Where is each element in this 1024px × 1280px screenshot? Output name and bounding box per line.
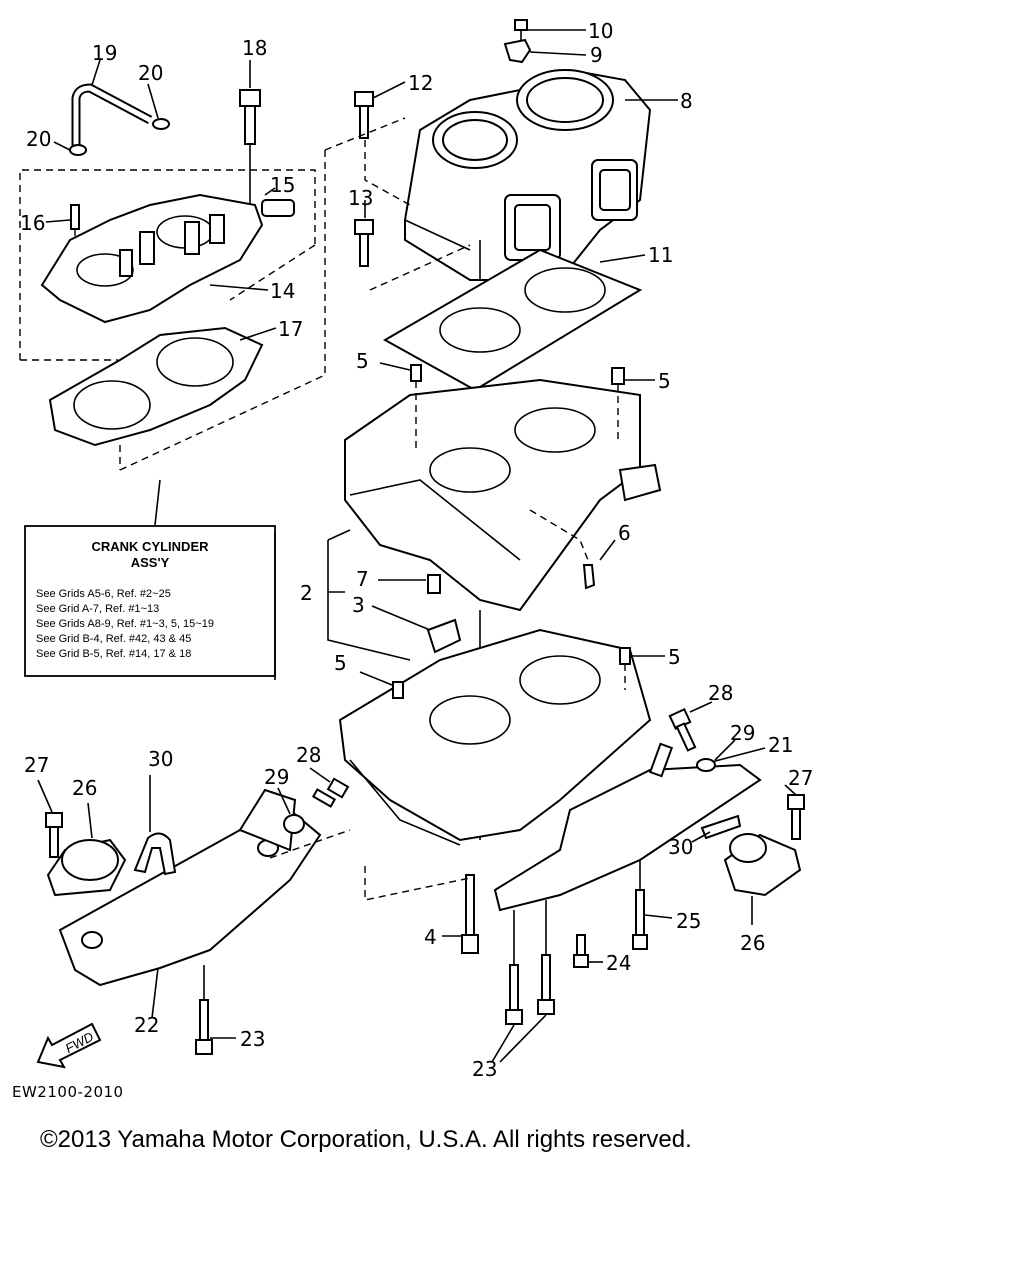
part-29-washer (283, 814, 305, 834)
info-box-line: See Grids A8-9, Ref. #1~3, 5, 15~19 (36, 618, 214, 630)
callout-9: 9 (590, 43, 603, 67)
callout-26: 26 (72, 776, 97, 800)
callout-12: 12 (408, 71, 433, 95)
callout-5b: 5 (658, 369, 671, 393)
part-30-damper (133, 832, 177, 876)
part-22-mount-bracket (58, 788, 322, 987)
fwd-label: FWD (63, 1029, 96, 1056)
callout-21: 21 (768, 733, 793, 757)
info-box-line: See Grid B-4, Ref. #42, 43 & 45 (36, 633, 191, 645)
part-11-gasket (382, 248, 643, 392)
exploded-parts-diagram: CRANK CYLINDER ASS'Y See Grids A5-6, Ref… (19, 19, 813, 1081)
part-5-dowel (611, 367, 625, 385)
callout-29b: 29 (264, 765, 289, 789)
info-box-line: See Grids A5-6, Ref. #2~25 (36, 588, 171, 600)
part-28-bolt (668, 707, 697, 752)
part-26-engine-mount (46, 838, 127, 897)
part-18-bolt (239, 89, 261, 145)
part-23-bolt (505, 964, 523, 1025)
head-subassembly-box (19, 169, 316, 361)
callout-8: 8 (680, 89, 693, 113)
callout-20b: 20 (26, 127, 51, 151)
callout-28: 28 (708, 681, 733, 705)
part-19-hose (71, 83, 153, 150)
part-1-lower-crankcase (338, 628, 652, 846)
part-5-dowel (392, 681, 404, 699)
callout-6: 6 (618, 521, 631, 545)
part-10-screw (514, 19, 528, 40)
callout-15: 15 (270, 173, 295, 197)
callout-16: 16 (20, 211, 45, 235)
callout-3: 3 (352, 593, 365, 617)
callout-14: 14 (270, 279, 295, 303)
info-box-line: See Grid A-7, Ref. #1~13 (36, 603, 159, 615)
part-23-bolt (195, 999, 213, 1055)
part-24-bolt (573, 934, 589, 968)
callout-17: 17 (278, 317, 303, 341)
fwd-arrow: FWD (36, 1022, 102, 1069)
part-29-washer (696, 758, 716, 772)
part-8-cylinder (404, 68, 652, 281)
part-3-bearing (426, 618, 462, 654)
callout-10: 10 (588, 19, 613, 43)
callout-5c: 5 (334, 651, 347, 675)
callout-labels: 10 9 8 12 19 20 20 18 16 15 13 14 11 17 … (20, 19, 813, 1081)
callout-2: 2 (300, 581, 313, 605)
part-28-bolt (311, 777, 350, 808)
callout-29: 29 (730, 721, 755, 745)
part-16-pin (70, 204, 80, 230)
part-5-dowel (410, 364, 422, 382)
callout-28b: 28 (296, 743, 321, 767)
document-code: EW2100-2010 (12, 1083, 124, 1101)
callout-20: 20 (138, 61, 163, 85)
part-13-bolt (354, 219, 374, 267)
callout-27: 27 (24, 753, 49, 777)
part-30-damper (700, 814, 742, 840)
part-21-mount-bracket (493, 742, 762, 912)
part-14-cylinder-head (40, 193, 264, 324)
part-2-upper-crankcase (344, 378, 662, 612)
part-25-bolt (632, 889, 648, 950)
part-20-clamp (69, 118, 170, 156)
callout-13: 13 (348, 186, 373, 210)
callout-30: 30 (148, 747, 173, 771)
part-4-stud (461, 874, 479, 954)
part-5-dowel (619, 647, 631, 665)
part-6-seal (582, 564, 596, 590)
part-9-clip (503, 38, 532, 64)
callout-30b: 30 (668, 835, 693, 859)
callout-27b: 27 (788, 766, 813, 790)
info-box-title-2: ASS'Y (131, 555, 170, 570)
crank-cylinder-info-box: CRANK CYLINDER ASS'Y See Grids A5-6, Ref… (24, 525, 276, 680)
callout-4: 4 (424, 925, 437, 949)
callout-22: 22 (134, 1013, 159, 1037)
callout-7: 7 (356, 567, 369, 591)
callout-26b: 26 (740, 931, 765, 955)
info-box-line: See Grid B-5, Ref. #14, 17 & 18 (36, 648, 191, 660)
callout-25: 25 (676, 909, 701, 933)
copyright-notice: ©2013 Yamaha Motor Corporation, U.S.A. A… (40, 1126, 692, 1153)
callout-23b: 23 (472, 1057, 497, 1081)
part-7-pin (427, 574, 441, 594)
callout-23a: 23 (240, 1027, 265, 1051)
part-26-engine-mount (723, 833, 802, 897)
callout-5a: 5 (356, 349, 369, 373)
callout-19: 19 (92, 41, 117, 65)
callout-5d: 5 (668, 645, 681, 669)
part-27-bolt (45, 812, 63, 858)
part-27-bolt (787, 794, 805, 840)
callout-11: 11 (648, 243, 673, 267)
callout-24: 24 (606, 951, 631, 975)
part-23-bolt (537, 954, 555, 1015)
part-15-fitting (261, 199, 295, 217)
info-box-title-1: CRANK CYLINDER (92, 539, 210, 554)
callout-18: 18 (242, 36, 267, 60)
part-12-bolt (354, 91, 374, 139)
part-17-head-gasket (48, 326, 264, 447)
